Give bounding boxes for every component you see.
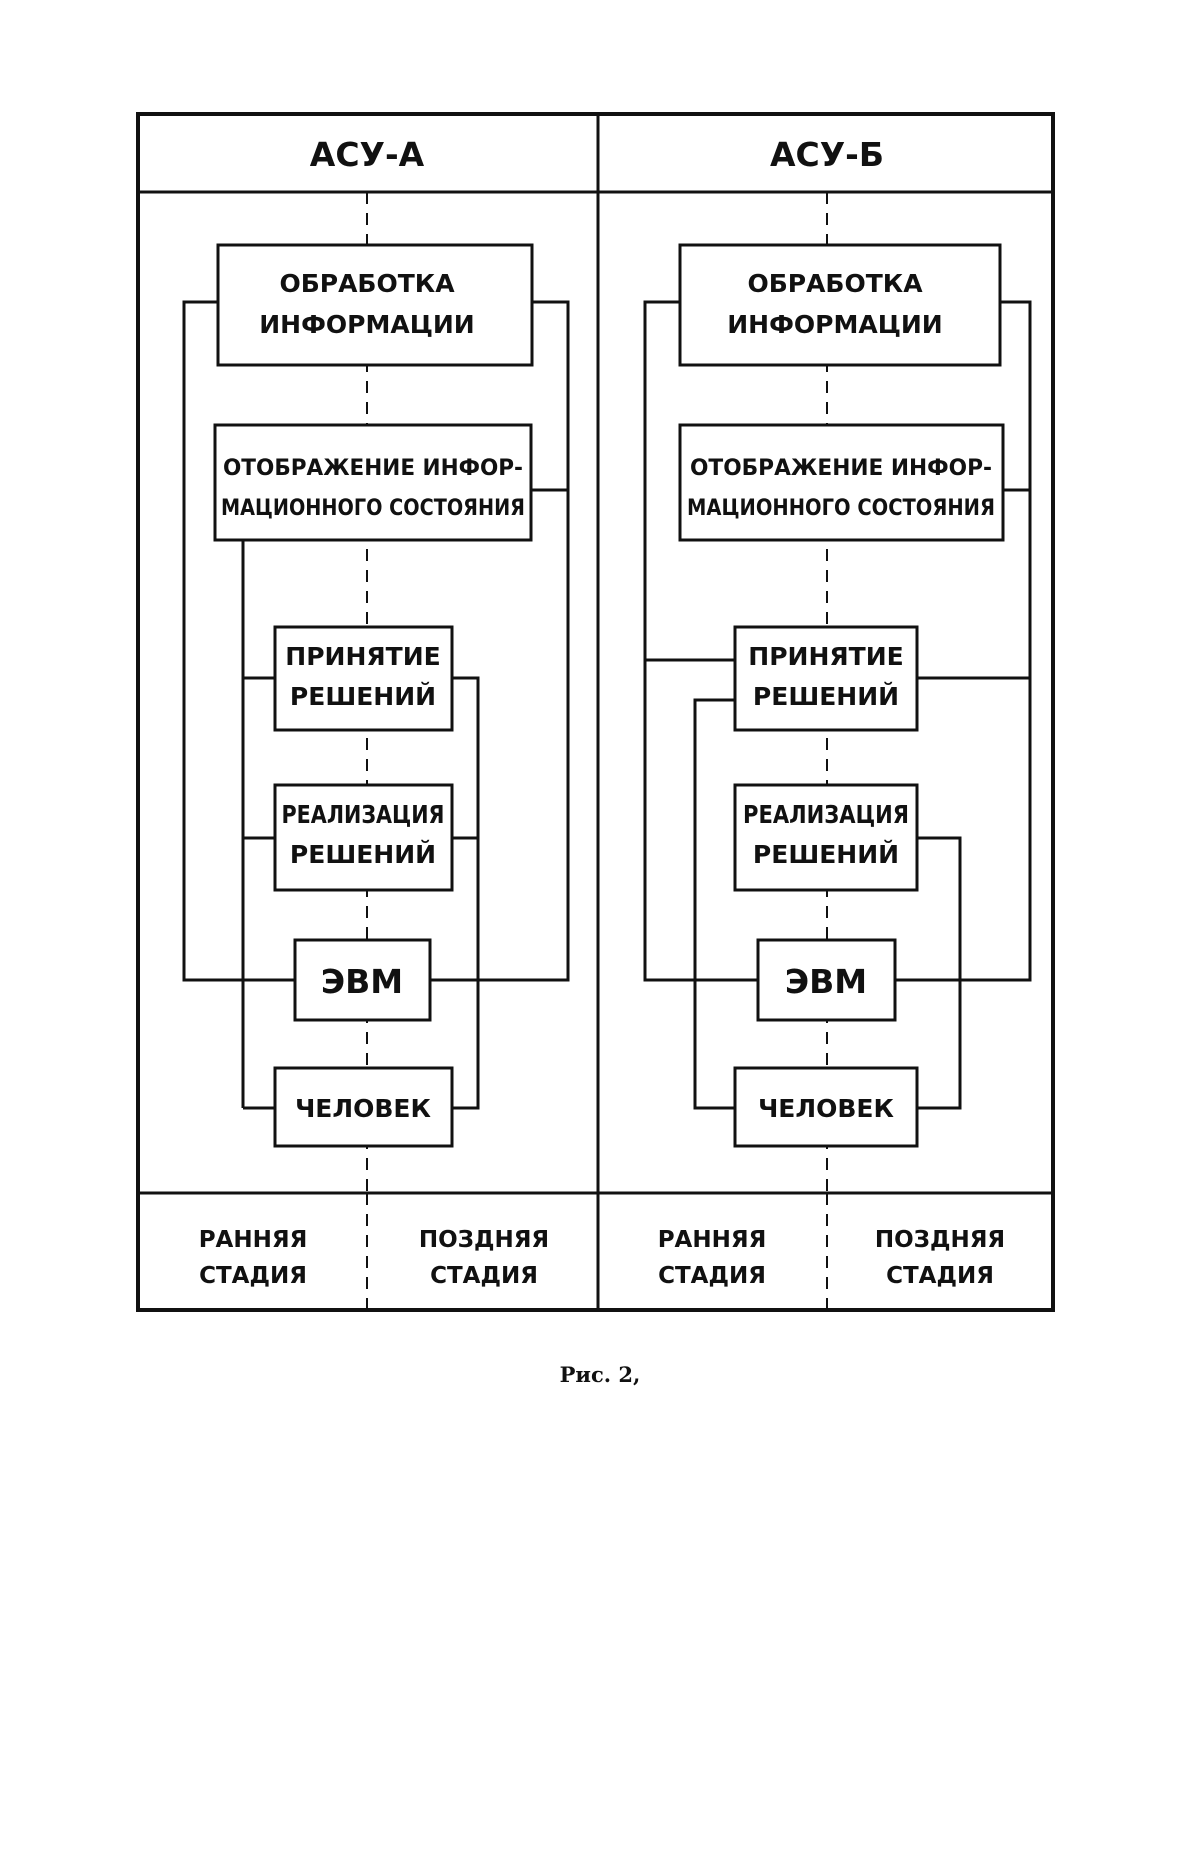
col-b-display-line2: МАЦИОННОГО СОСТОЯНИЯ bbox=[687, 496, 995, 521]
col-b-late-stage-line2: СТАДИЯ bbox=[886, 1263, 994, 1289]
col-b-display-box bbox=[680, 425, 1003, 540]
col-a-early-stage-line1: РАННЯЯ bbox=[199, 1227, 308, 1253]
col-b-title: АСУ-Б bbox=[770, 135, 884, 174]
col-a-processing-line2: ИНФОРМАЦИИ bbox=[259, 310, 474, 339]
col-a-processing-box bbox=[218, 245, 532, 365]
col-b-early-stage-line1: РАННЯЯ bbox=[658, 1227, 767, 1253]
col-b-display-line1: ОТОБРАЖЕНИЕ ИНФОР- bbox=[690, 456, 992, 481]
column-a: АСУ-А ОБРАБОТКА ИНФОРМАЦИИ ОТОБРАЖЕНИЕ И… bbox=[184, 135, 568, 1289]
col-a-late-stage-line1: ПОЗДНЯЯ bbox=[419, 1227, 549, 1253]
col-a-late-stage-line2: СТАДИЯ bbox=[430, 1263, 538, 1289]
col-a-title: АСУ-А bbox=[310, 135, 425, 174]
col-b-processing-box bbox=[680, 245, 1000, 365]
col-a-human-label: ЧЕЛОВЕК bbox=[295, 1094, 431, 1123]
column-b: АСУ-Б ОБРАБОТКА ИНФОРМАЦИИ ОТОБРАЖЕНИЕ И… bbox=[645, 135, 1030, 1289]
col-b-late-stage-line1: ПОЗДНЯЯ bbox=[875, 1227, 1005, 1253]
col-a-display-box bbox=[215, 425, 531, 540]
col-a-implementation-line2: РЕШЕНИЙ bbox=[290, 840, 436, 869]
col-a-decision-line1: ПРИНЯТИЕ bbox=[285, 642, 440, 671]
col-a-display-line1: ОТОБРАЖЕНИЕ ИНФОР- bbox=[223, 456, 523, 481]
col-b-processing-line1: ОБРАБОТКА bbox=[747, 269, 923, 298]
col-a-decision-line2: РЕШЕНИЙ bbox=[290, 682, 436, 711]
col-a-computer-label: ЭВМ bbox=[321, 962, 403, 1001]
col-a-implementation-line1: РЕАЛИЗАЦИЯ bbox=[282, 800, 445, 829]
col-b-computer-label: ЭВМ bbox=[785, 962, 867, 1001]
col-a-early-stage-line2: СТАДИЯ bbox=[199, 1263, 307, 1289]
col-b-processing-line2: ИНФОРМАЦИИ bbox=[727, 310, 942, 339]
col-b-decision-line1: ПРИНЯТИЕ bbox=[748, 642, 903, 671]
figure-caption: Рис. 2, bbox=[0, 1362, 1200, 1387]
col-b-early-stage-line2: СТАДИЯ bbox=[658, 1263, 766, 1289]
col-b-implementation-line1: РЕАЛИЗАЦИЯ bbox=[743, 800, 909, 829]
col-b-decision-line2: РЕШЕНИЙ bbox=[753, 682, 899, 711]
col-b-human-label: ЧЕЛОВЕК bbox=[758, 1094, 894, 1123]
col-a-display-line2: МАЦИОННОГО СОСТОЯНИЯ bbox=[221, 496, 525, 521]
col-b-implementation-line2: РЕШЕНИЙ bbox=[753, 840, 899, 869]
col-a-processing-line1: ОБРАБОТКА bbox=[279, 269, 455, 298]
